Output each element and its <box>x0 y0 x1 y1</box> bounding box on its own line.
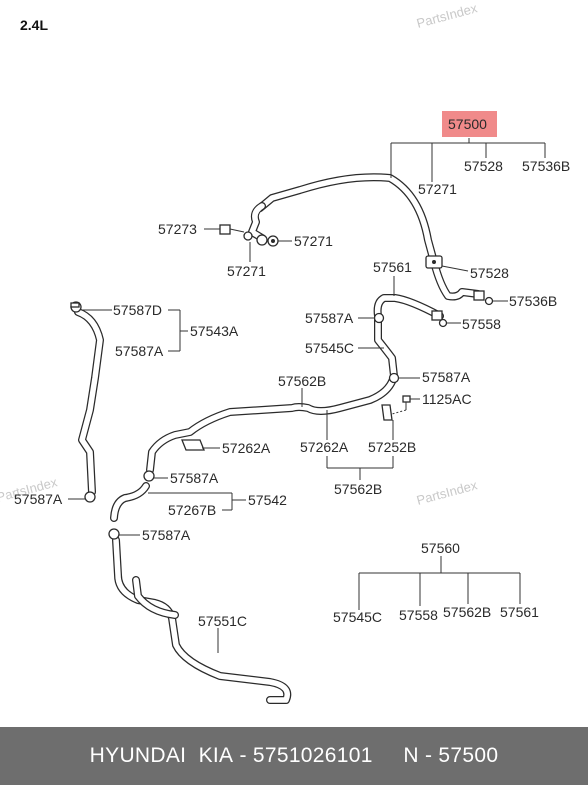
watermark-top: PartsIndex <box>415 0 479 31</box>
reservoir-hose <box>74 308 104 496</box>
footer-brand: HYUNDAI <box>89 744 187 767</box>
label-57551c[interactable]: 57551C <box>198 613 247 629</box>
label-57543a[interactable]: 57543A <box>190 323 239 339</box>
engine-label: 2.4L <box>20 17 48 33</box>
pressure-hose-inlet <box>248 202 266 242</box>
highlight-box <box>442 111 497 137</box>
footer-sep-1 <box>186 744 198 768</box>
return-hose-lower <box>110 482 150 522</box>
label-57587d[interactable]: 57587D <box>113 302 162 318</box>
label-57542[interactable]: 57542 <box>248 492 287 508</box>
label-57536b-top[interactable]: 57536B <box>522 158 570 174</box>
pressure-hose <box>256 173 482 301</box>
label-57558[interactable]: 57558 <box>462 316 501 332</box>
clamp-57587a-mid <box>388 372 400 384</box>
label-57587a-left[interactable]: 57587A <box>14 491 63 507</box>
clamp-57587a-lower <box>108 528 120 540</box>
label-57267b[interactable]: 57267B <box>168 502 216 518</box>
label-57587a-lower-upper[interactable]: 57587A <box>170 470 219 486</box>
label-57587a-mid[interactable]: 57587A <box>422 369 471 385</box>
bracket-57528 <box>425 255 443 269</box>
clamp-57587d <box>70 301 82 313</box>
o-ring-57536b <box>473 290 494 306</box>
clamp-57587a-upper <box>373 312 385 324</box>
bracket-57252b <box>381 404 393 421</box>
footer-bar: HYUNDAI KIA - 5751026101 N - 57500 <box>0 727 588 785</box>
label-57528-top[interactable]: 57528 <box>464 158 503 174</box>
label-57536b[interactable]: 57536B <box>509 293 557 309</box>
label-57262a[interactable]: 57262A <box>300 439 349 455</box>
label-57560[interactable]: 57560 <box>421 540 460 556</box>
label-57545c-group[interactable]: 57545C <box>333 609 382 625</box>
parts-diagram: 2.4L PartsIndex PartsIndex PartsIndex <box>0 0 570 704</box>
clamp-57587a-lower-upper <box>143 470 155 482</box>
bolt-57273 <box>219 224 253 241</box>
label-57562b-lower[interactable]: 57562B <box>334 481 382 497</box>
label-57561[interactable]: 57561 <box>373 259 412 275</box>
label-57561-group[interactable]: 57561 <box>500 604 539 620</box>
label-57252b[interactable]: 57252B <box>368 439 416 455</box>
label-57558-group[interactable]: 57558 <box>399 607 438 623</box>
return-tube-upper <box>146 294 444 474</box>
footer-make: KIA <box>198 744 234 767</box>
label-57587a-reservoir[interactable]: 57587A <box>115 343 164 359</box>
o-ring-57558 <box>431 310 448 328</box>
leader-lines <box>68 138 546 653</box>
label-57562b-group[interactable]: 57562B <box>443 604 491 620</box>
label-57545c[interactable]: 57545C <box>305 340 354 356</box>
bolt-1125ac <box>391 395 411 415</box>
label-57271-below[interactable]: 57271 <box>227 263 266 279</box>
label-1125ac[interactable]: 1125AC <box>422 391 472 407</box>
label-57273[interactable]: 57273 <box>158 221 197 237</box>
cooler-tube <box>112 536 292 704</box>
washer-57271 <box>256 234 279 247</box>
footer-sep-2: - <box>233 744 253 767</box>
footer-sep-3 <box>373 744 404 768</box>
label-57587a-lower[interactable]: 57587A <box>142 527 191 543</box>
label-57271-right[interactable]: 57271 <box>294 233 333 249</box>
bracket-57262a <box>181 439 205 451</box>
watermark-right: PartsIndex <box>415 477 479 508</box>
label-57528[interactable]: 57528 <box>470 265 509 281</box>
label-57587a-upper[interactable]: 57587A <box>305 310 354 326</box>
footer-part-number: 5751026101 <box>252 744 373 767</box>
label-57271-top[interactable]: 57271 <box>418 181 457 197</box>
footer-ref: N - 57500 <box>403 744 499 767</box>
label-57562b-upper[interactable]: 57562B <box>278 373 326 389</box>
label-57262a-left[interactable]: 57262A <box>222 440 271 456</box>
clamp-57587a-left <box>84 491 96 503</box>
label-57500[interactable]: 57500 <box>448 116 487 132</box>
